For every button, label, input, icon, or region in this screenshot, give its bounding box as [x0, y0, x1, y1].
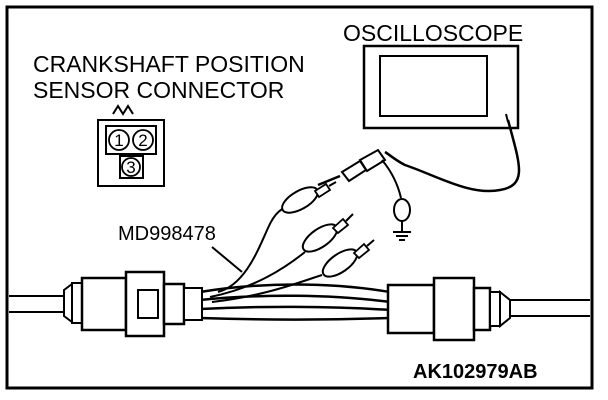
ground-bulb-icon [393, 198, 411, 241]
oscilloscope-cable [384, 119, 521, 193]
connector-label-line2: SENSOR CONNECTOR [33, 77, 284, 103]
right-connector-icon [386, 276, 511, 342]
harness-leader-line [211, 246, 243, 273]
probe-clip-2-icon [301, 213, 354, 253]
probe-leads [209, 205, 323, 303]
left-connector-icon [63, 270, 203, 338]
harness-tool-label: MD998478 [118, 223, 216, 245]
oscilloscope-label: OSCILLOSCOPE [343, 20, 523, 46]
ground-lead [381, 159, 402, 199]
left-cable [9, 295, 64, 313]
pin-2-label: 2 [138, 131, 147, 150]
connector-label-line1: CRANKSHAFT POSITION [33, 51, 305, 77]
figure-code-label: AK102979AB [413, 361, 538, 383]
figure-border [5, 5, 594, 390]
pin-3-label: 3 [126, 158, 135, 177]
pin-1-label: 1 [114, 131, 123, 150]
right-cable [510, 299, 590, 317]
probe-clip-1-icon [281, 181, 337, 214]
oscilloscope-icon [362, 44, 520, 130]
harness-wires [199, 283, 391, 321]
probe-clip-3-icon [321, 239, 375, 278]
probe-plug [317, 148, 387, 187]
connector-face-icon [97, 104, 165, 187]
